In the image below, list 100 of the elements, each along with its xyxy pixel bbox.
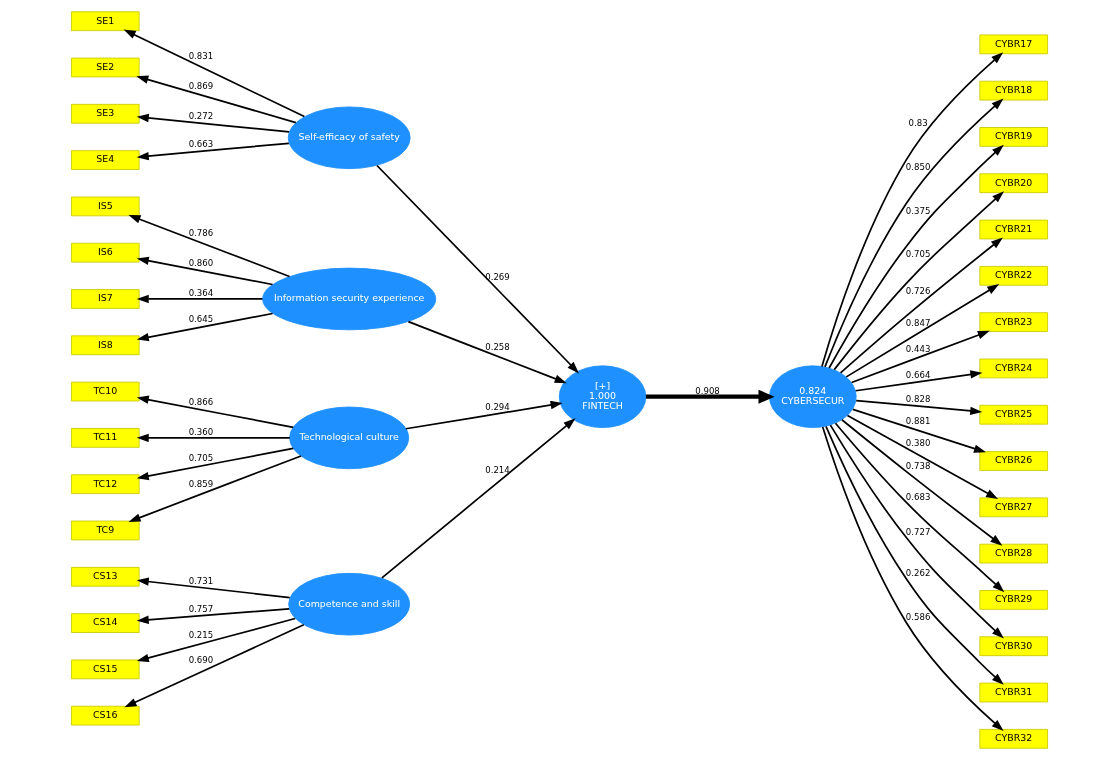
arrow [821, 52, 1004, 368]
arrow [136, 256, 274, 286]
arrow [405, 400, 563, 430]
edge-label: 0.269 [485, 272, 510, 283]
edge-label: 0.443 [905, 344, 931, 355]
arrow [136, 113, 290, 133]
edge-label: 0.828 [905, 393, 931, 404]
arrow [136, 294, 264, 304]
arrow [855, 399, 983, 416]
node-box: CYBR23 [979, 312, 1048, 332]
arrow [407, 320, 567, 384]
node-ellipse: Self-efficacy of safety [287, 106, 411, 170]
arrow [839, 237, 1003, 374]
edge-label: 0.850 [905, 162, 931, 173]
node-box: TC9 [71, 520, 140, 541]
edge-label: 0.738 [905, 460, 931, 471]
arrow [846, 414, 999, 500]
arrow [136, 142, 290, 161]
edge-label: 0.727 [905, 526, 931, 537]
arrow [128, 214, 291, 278]
arrow [123, 29, 306, 118]
node-box: CYBR21 [979, 219, 1048, 240]
arrow [136, 433, 291, 443]
node-box: IS6 [71, 242, 140, 263]
arrow [128, 455, 302, 522]
node-ellipse: Information security experience [262, 267, 437, 331]
arrow [376, 164, 579, 374]
node-box: CYBR31 [979, 682, 1048, 703]
node-box: SE3 [71, 103, 140, 124]
arrow [829, 424, 1004, 639]
edge-label: 0.215 [188, 629, 214, 640]
arrow [825, 425, 1004, 685]
node-ellipse: 0.824 CYBERSECUR [769, 365, 857, 428]
node-box: CYBR32 [979, 728, 1048, 749]
arrow [841, 418, 1003, 546]
arrow [828, 144, 1004, 369]
node-box: CYBR18 [979, 80, 1048, 101]
arrow [834, 422, 1005, 593]
arrow [833, 191, 1004, 371]
edge-label: 0.294 [485, 401, 510, 412]
edge-label: 0.866 [188, 397, 214, 408]
arrow [821, 426, 1004, 732]
arrow [854, 370, 983, 392]
node-box: TC11 [71, 428, 140, 448]
edge-label: 0.786 [188, 228, 214, 239]
node-box: CYBR22 [979, 265, 1048, 286]
edge-label: 0.690 [188, 655, 214, 666]
edge-label: 0.83 [908, 117, 928, 128]
node-box: CS13 [71, 566, 140, 587]
arrow [136, 617, 296, 663]
node-box: CS16 [71, 705, 140, 726]
node-box: CYBR28 [979, 543, 1048, 564]
node-ellipse: Competence and skill [288, 572, 411, 636]
edge-label: 0.272 [188, 110, 214, 121]
arrow [136, 312, 274, 342]
node-box: CYBR27 [979, 497, 1048, 518]
edge-label: 0.645 [188, 314, 214, 325]
node-box: CYBR17 [979, 34, 1048, 55]
node-box: CYBR19 [979, 127, 1048, 147]
edge-label: 0.360 [188, 427, 214, 438]
node-box: CYBR26 [979, 451, 1048, 471]
node-box: CS15 [71, 659, 140, 680]
edge-label: 0.380 [905, 437, 931, 448]
arrow [645, 389, 775, 404]
edge-label: 0.860 [188, 258, 214, 269]
arrow [136, 395, 295, 429]
edge-label: 0.262 [905, 567, 931, 578]
node-box: TC12 [71, 474, 140, 495]
arrow [136, 75, 297, 124]
node-box: CYBR29 [979, 590, 1048, 610]
edge-label: 0.705 [905, 248, 931, 259]
edge-label: 0.726 [905, 285, 931, 296]
edge-label: 0.586 [905, 611, 931, 622]
node-box: CYBR30 [979, 636, 1048, 657]
node-box: CYBR24 [979, 358, 1048, 379]
arrow [136, 607, 290, 624]
arrow [136, 577, 291, 599]
edge-label: 0.258 [485, 342, 510, 353]
node-box: SE4 [71, 150, 140, 170]
edge-label: 0.757 [188, 603, 214, 614]
edge-label: 0.364 [188, 288, 214, 299]
edge-label: 0.831 [188, 50, 214, 61]
edge-label: 0.663 [188, 139, 214, 150]
arrow [824, 98, 1004, 368]
node-box: CS14 [71, 613, 140, 633]
edge-label: 0.731 [188, 575, 214, 586]
edge-label: 0.847 [905, 318, 931, 329]
node-box: IS7 [71, 289, 140, 309]
arrow [851, 408, 986, 453]
node-ellipse: Technological culture [289, 406, 410, 470]
arrow [850, 330, 990, 384]
edge-label: 0.881 [905, 416, 931, 427]
node-box: SE1 [71, 11, 140, 32]
edge-label: 0.859 [188, 478, 214, 489]
node-box: SE2 [71, 57, 140, 78]
edge-label: 0.375 [905, 206, 931, 217]
edge-label: 0.683 [905, 491, 931, 502]
node-box: IS5 [71, 196, 140, 217]
arrow [845, 284, 1000, 378]
node-box: IS8 [71, 335, 140, 356]
